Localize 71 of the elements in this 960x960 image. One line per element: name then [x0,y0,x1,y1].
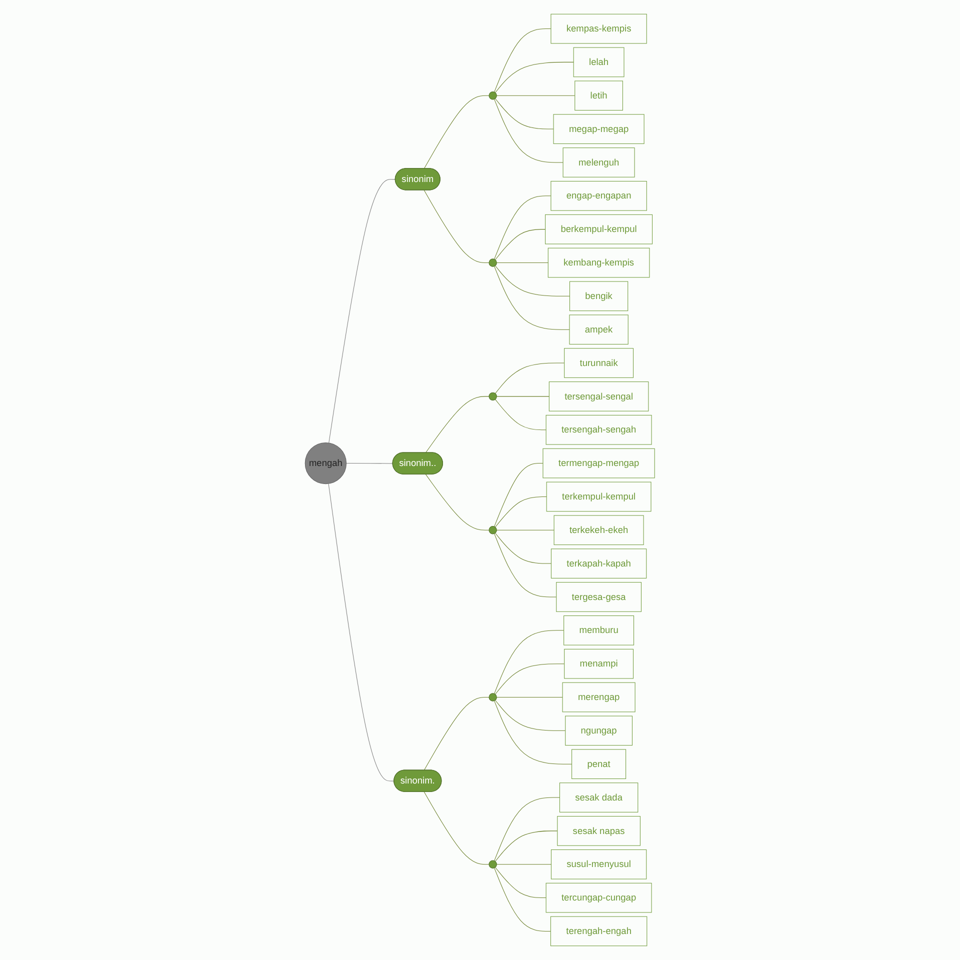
node-circle [488,860,498,868]
node-circle [488,392,498,401]
node-box: megap-megap [553,114,644,144]
connector [426,474,490,530]
node-box: terkempul-kempul [546,482,652,512]
node-box: termengap-mengap [542,448,655,478]
node-box: lelah [573,47,624,78]
connector [494,700,572,764]
node-circle [488,258,498,267]
node-box: kempas-kempis [550,14,648,44]
connector [495,98,554,130]
connector [424,190,490,263]
connector [495,532,552,564]
node-box: engap-engapan [550,180,648,211]
node-box: berkempul-kempul [545,214,653,244]
connector [496,95,576,96]
connector [495,265,570,296]
node-circle: mengah [304,442,347,484]
node-box: merengap [562,682,636,712]
node-box: terkekeh-ekeh [554,515,644,546]
connector [494,28,552,92]
connector [495,62,574,93]
node-box: tersengal-sengal [549,382,649,412]
connector [424,697,490,771]
node-box: memburu [564,615,634,646]
connector [346,463,394,464]
connector [494,797,560,862]
connector [328,483,394,782]
connector [495,867,546,898]
connector [494,266,570,330]
node-circle [488,693,498,702]
connector [495,229,546,260]
connector [494,868,552,932]
node-box: sesak napas [557,816,641,846]
node-box: terkapah-kapah [551,548,647,578]
connector [424,792,490,865]
connector [495,700,566,731]
connector [496,396,550,397]
connector [495,664,565,694]
node-box: terengah-engah [550,916,648,946]
node-circle [488,92,498,100]
node-circle [488,526,498,534]
node-box: letih [574,80,624,111]
node-box: menampi [564,648,634,679]
node-box: tergesa-gesa [556,582,642,612]
connector [494,533,557,598]
node-box: tercungap-cungap [546,882,652,913]
node-box: sesak dada [560,782,638,812]
connector [494,463,544,527]
connector [496,697,563,698]
connector [495,399,546,430]
node-box: penat [572,749,626,779]
node-box: tersengah-sengah [546,414,652,445]
connector [328,179,396,444]
node-box: bengik [570,281,628,312]
connector [496,262,549,263]
connector [424,95,490,169]
connector [496,864,552,865]
connector [495,830,558,862]
node-box: ngungap [565,716,633,746]
node-box: turunnaik [564,348,634,378]
connector [494,196,552,260]
node-box: melenguh [562,148,635,178]
connector [495,496,547,528]
node-box: susul-menyusul [551,849,647,880]
connector [494,98,564,163]
connector [426,396,490,453]
connector [494,630,564,694]
node-box: kembang-kempis [548,248,650,278]
node-box: ampek [569,314,628,344]
connector [495,362,565,394]
